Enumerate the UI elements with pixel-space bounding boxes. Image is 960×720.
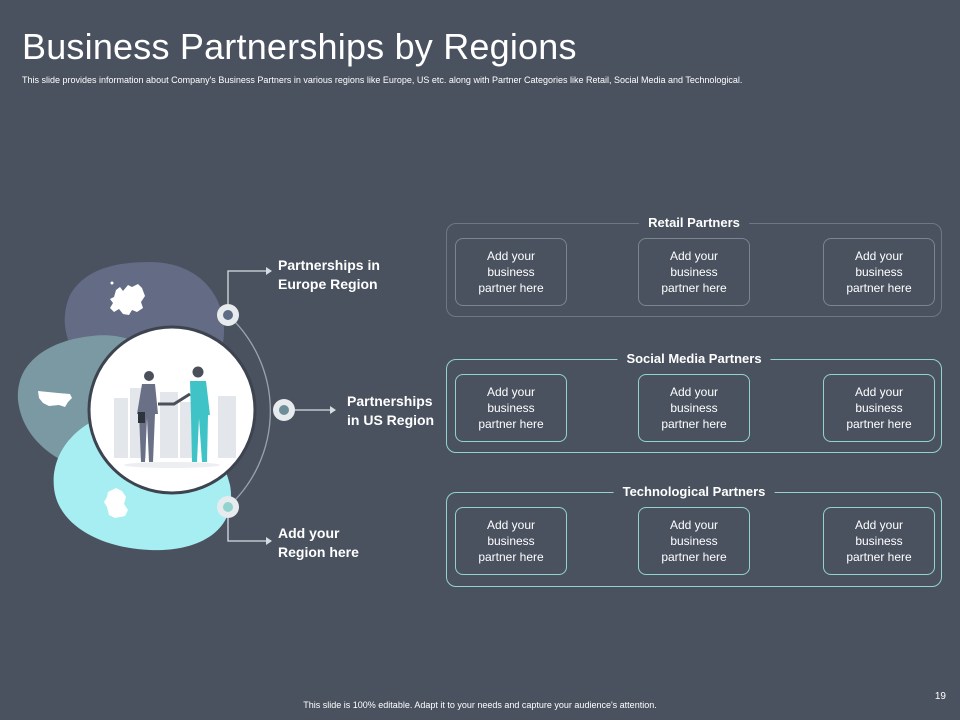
arrow-head-region [266, 537, 272, 545]
partner-card: Add your business partner here [638, 507, 750, 575]
connector-arrows [227, 270, 330, 542]
handshake-illustration-icon [114, 366, 236, 468]
partner-card: Add your business partner here [823, 238, 935, 306]
region-label-custom: Add your Region here [278, 525, 359, 560]
region-label-europe: Partnerships in Europe Region [278, 257, 380, 292]
slide-footer: This slide is 100% editable. Adapt it to… [303, 700, 657, 710]
partner-card: Add your business partner here [823, 374, 935, 442]
germany-map-icon [104, 488, 128, 518]
partner-card: Add your business partner here [823, 507, 935, 575]
page-number: 19 [934, 691, 946, 702]
retail-partners-group: Retail Partners Add your business partne… [446, 215, 942, 317]
connector-arc [227, 314, 271, 508]
region-label-us: Partnerships in US Region [347, 393, 435, 428]
social-media-partners-group: Social Media Partners Add your business … [446, 351, 942, 453]
arrow-head-europe [266, 267, 272, 275]
retail-partners-title: Retail Partners [639, 215, 749, 231]
usa-map-icon [38, 391, 72, 407]
europe-map-icon [110, 281, 145, 315]
arrow-head-us [330, 406, 336, 414]
partner-card: Add your business partner here [455, 238, 567, 306]
partner-card: Add your business partner here [455, 507, 567, 575]
social-media-partners-title: Social Media Partners [617, 351, 771, 367]
slide-title: Business Partnerships by Regions [22, 26, 577, 67]
partner-card: Add your business partner here [638, 374, 750, 442]
technological-partners-group: Technological Partners Add your business… [446, 484, 942, 587]
partner-card: Add your business partner here [455, 374, 567, 442]
partner-card: Add your business partner here [638, 238, 750, 306]
slide-subtitle: This slide provides information about Co… [22, 75, 743, 85]
technological-partners-title: Technological Partners [613, 484, 775, 500]
